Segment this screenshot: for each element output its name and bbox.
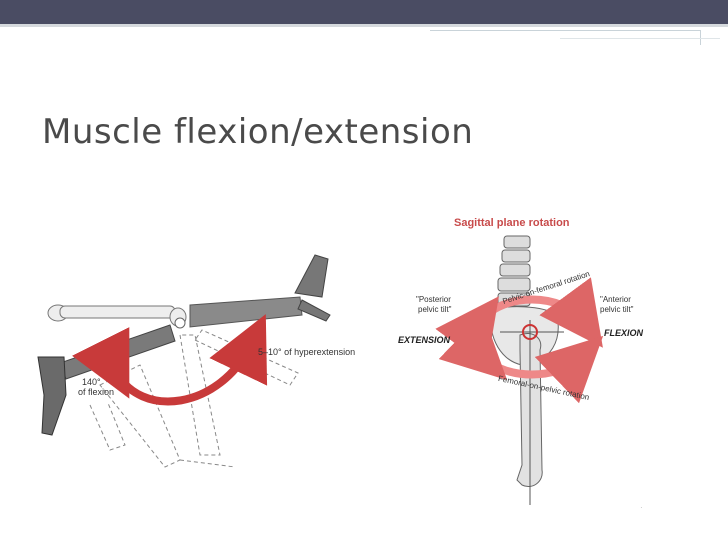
anterior-tilt-label-1: "Anterior bbox=[600, 295, 631, 304]
slide-title: Muscle flexion/extension bbox=[42, 112, 474, 152]
flexion-degree-label: 140° bbox=[82, 377, 101, 387]
lower-leg-extended bbox=[189, 254, 331, 328]
corner-mark: · bbox=[640, 503, 643, 512]
posterior-tilt-label-2: pelvic tilt" bbox=[418, 305, 452, 314]
femur-bone bbox=[47, 304, 187, 327]
sagittal-rotation-figure: Sagittal plane rotation Pelvic-on-femora… bbox=[398, 217, 644, 505]
femoral-on-pelvic-label: Femoral-on-pelvic rotation bbox=[497, 374, 590, 402]
flexion-arc-arrow bbox=[72, 314, 268, 406]
header-accent-line-2 bbox=[560, 38, 720, 49]
posterior-tilt-label-1: "Posterior bbox=[416, 295, 451, 304]
hyperextension-label: 5–10° of hyperextension bbox=[258, 347, 355, 357]
header-accent-line bbox=[430, 30, 701, 45]
figure-title: Sagittal plane rotation bbox=[454, 217, 570, 229]
flexion-label: FLEXION bbox=[604, 328, 644, 338]
header-divider bbox=[0, 24, 728, 27]
knee-flexion-figure: 5–10° of hyperextension 140° of flexion bbox=[37, 254, 355, 468]
femoral-rotation-arrow bbox=[438, 312, 604, 404]
patella bbox=[174, 317, 186, 329]
anterior-tilt-label-2: pelvic tilt" bbox=[600, 305, 634, 314]
extension-label: EXTENSION bbox=[398, 335, 451, 345]
flexion-text-label: of flexion bbox=[78, 387, 114, 397]
lower-leg-flexed bbox=[37, 324, 176, 436]
header-bar bbox=[0, 0, 728, 24]
